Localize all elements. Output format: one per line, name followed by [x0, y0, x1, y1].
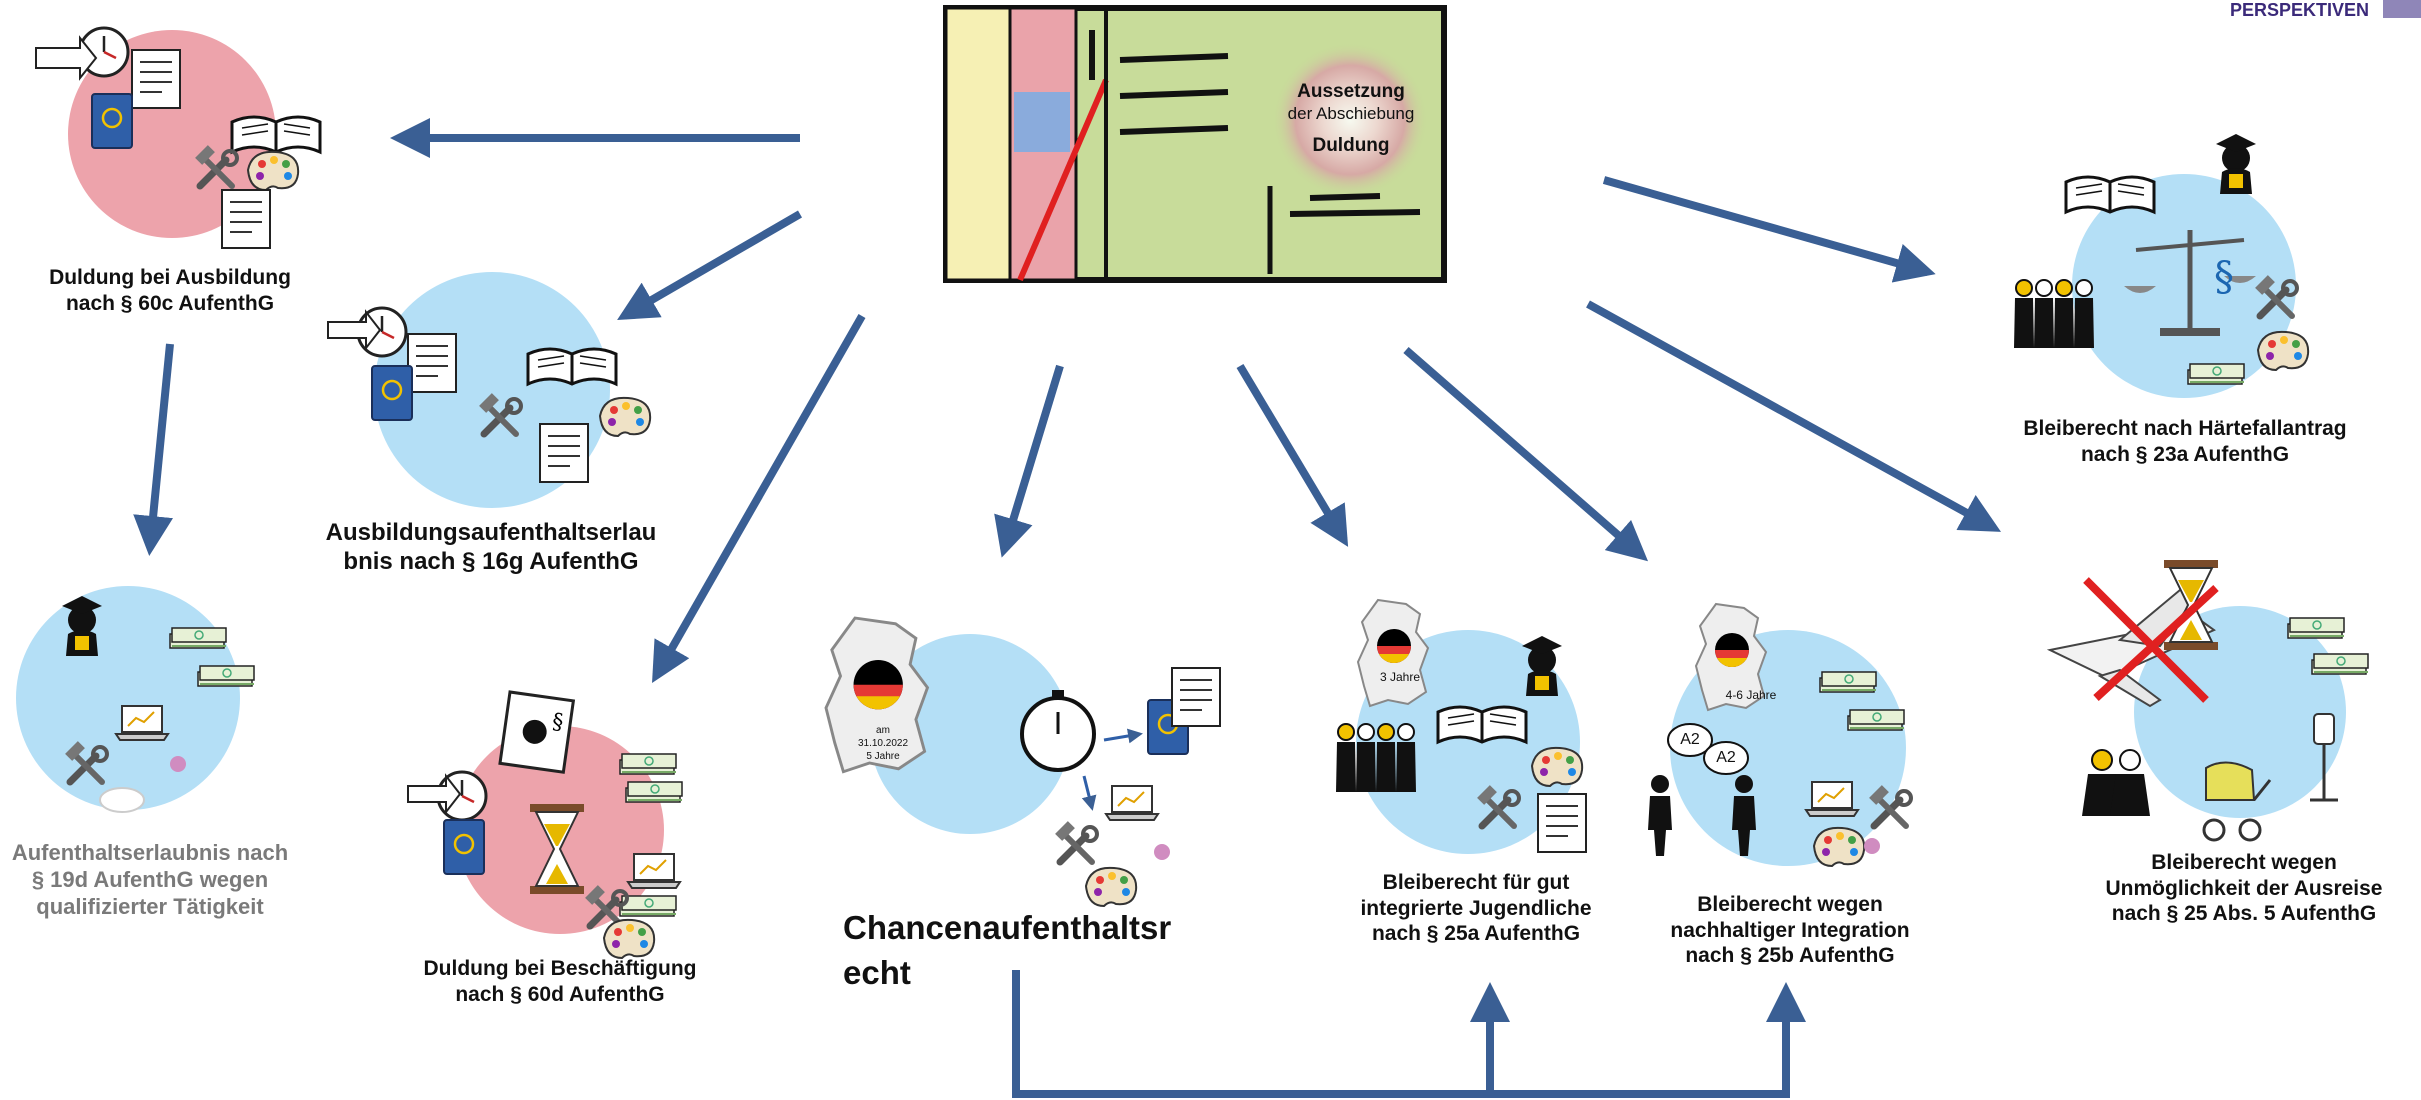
- scales-icon: §: [2124, 230, 2256, 336]
- label-line: Duldung bei Beschäftigung: [423, 957, 697, 980]
- speech-bubble-icon: [1667, 723, 1749, 775]
- label-line: echt: [843, 953, 911, 991]
- label-line: nach § 60d AufenthG: [455, 982, 665, 1006]
- label-ausbildung: Duldung bei Ausbildung nach § 60c Aufent…: [20, 265, 320, 316]
- label-line: 4-6 Jahre: [1725, 688, 1777, 702]
- card-line-1: Aussetzung: [1297, 81, 1405, 102]
- node-qualifiziert-art: [16, 586, 255, 813]
- stopwatch-icon: [1020, 690, 1096, 772]
- label-line: bnis nach § 16g AufenthG: [343, 548, 639, 576]
- brand-logo: PERSPEKTIVEN: [2229, 0, 2369, 20]
- node-aufenthaltserlaubnis-ausbildung-art: [327, 272, 652, 508]
- label-line: Unmöglichkeit der Ausreise: [2105, 876, 2383, 900]
- arrows: [133, 118, 2002, 1098]
- label-line: Bleiberecht nach Härtefallantrag: [2023, 417, 2347, 440]
- svg-text:§: §: [2214, 254, 2234, 300]
- card-line-3: Duldung: [1312, 135, 1390, 156]
- label-line: nachhaltiger Integration: [1670, 918, 1910, 942]
- label-line: Bleiberecht wegen: [1697, 893, 1883, 916]
- arrow-to-jugendliche: [1236, 363, 1349, 547]
- label-jugendliche: Bleiberecht für gut integrierte Jugendli…: [1326, 870, 1626, 947]
- arrow-to-ausreise: [1586, 300, 2002, 532]
- label-line: integrierte Jugendliche: [1360, 896, 1592, 920]
- node-ausbildung-art: [35, 26, 322, 249]
- nachhaltig-germany-text: 4-6 Jahre: [1716, 688, 1786, 703]
- node-nachhaltig-art: [1648, 603, 1911, 867]
- label-haertefall: Bleiberecht nach Härtefallantrag nach § …: [2000, 416, 2370, 467]
- jugendliche-germany-text: 3 Jahre: [1370, 670, 1430, 685]
- label-line: Chancenaufenthaltsr: [843, 909, 1172, 946]
- label-line: qualifizierter Tätigkeit: [36, 893, 264, 919]
- label-chancen: Chancenaufenthaltsr echt: [843, 906, 1183, 995]
- label-line: 3 Jahre: [1379, 670, 1421, 684]
- label-line: Aufenthaltserlaubnis nach: [11, 840, 289, 865]
- iv-stand-icon: [2310, 713, 2338, 802]
- chancen-germany-text: am 31.10.2022 5 Jahre: [848, 724, 918, 763]
- node-ausreise-art: [2046, 559, 2369, 842]
- speech-text-1: A2: [1680, 731, 1700, 748]
- brand-bar: [2383, 0, 2421, 18]
- arrow-to-aufenthaltserlaubnis-ausbildung: [617, 210, 803, 321]
- node-chancen-art: [824, 616, 1221, 907]
- svg-text:§: §: [551, 709, 565, 735]
- label-line: nach § 60c AufenthG: [65, 291, 275, 315]
- arrow-to-nachhaltig: [1403, 346, 1649, 562]
- label-line: nach § 25 Abs. 5 AufenthG: [2111, 902, 2377, 926]
- label-line: Bleiberecht wegen: [2151, 851, 2337, 874]
- label-nachhaltig: Bleiberecht wegen nachhaltiger Integrati…: [1640, 892, 1940, 969]
- parent-child-icon: [2082, 749, 2150, 816]
- duldung-card: [943, 5, 1447, 283]
- arrow-ausbildung-to-qualifiziert: [133, 343, 174, 556]
- label-line: Bleiberecht für gut: [1382, 871, 1570, 894]
- label-beschaeftigung: Duldung bei Beschäftigung nach § 60d Auf…: [400, 956, 720, 1007]
- label-line: nach § 23a AufenthG: [2080, 442, 2290, 466]
- arrow-to-chancen: [994, 364, 1064, 558]
- label-line: am: [876, 725, 890, 736]
- card-line-2: der Abschiebung: [1287, 104, 1415, 123]
- label-line: nach § 25a AufenthG: [1371, 922, 1581, 946]
- arrow-to-haertefall: [1602, 176, 1936, 283]
- arrow-to-beschaeftigung: [652, 314, 866, 683]
- arrow-chancen-to-25a-25b: [1012, 970, 1790, 1098]
- label-aufenthaltserlaubnis-ausbildung: Ausbildungsaufenthaltserlau bnis nach § …: [316, 518, 666, 577]
- label-line: Ausbildungsaufenthaltserlau: [325, 519, 657, 546]
- label-qualifiziert: Aufenthaltserlaubnis nach § 19d AufenthG…: [0, 840, 300, 920]
- label-line: 5 Jahre: [866, 751, 900, 762]
- stroller-icon: [2202, 761, 2272, 842]
- node-beschaeftigung-art: §: [407, 690, 683, 959]
- label-line: nach § 25b AufenthG: [1685, 944, 1895, 968]
- label-line: 31.10.2022: [857, 738, 909, 749]
- node-jugendliche-art: [1335, 599, 1587, 854]
- node-haertefall-art: §: [2013, 134, 2310, 398]
- label-line: § 19d AufenthG wegen: [31, 866, 269, 892]
- label-line: Duldung bei Ausbildung: [49, 266, 291, 289]
- label-ausreise: Bleiberecht wegen Unmöglichkeit der Ausr…: [2074, 850, 2414, 927]
- speech-text-2: A2: [1716, 749, 1736, 766]
